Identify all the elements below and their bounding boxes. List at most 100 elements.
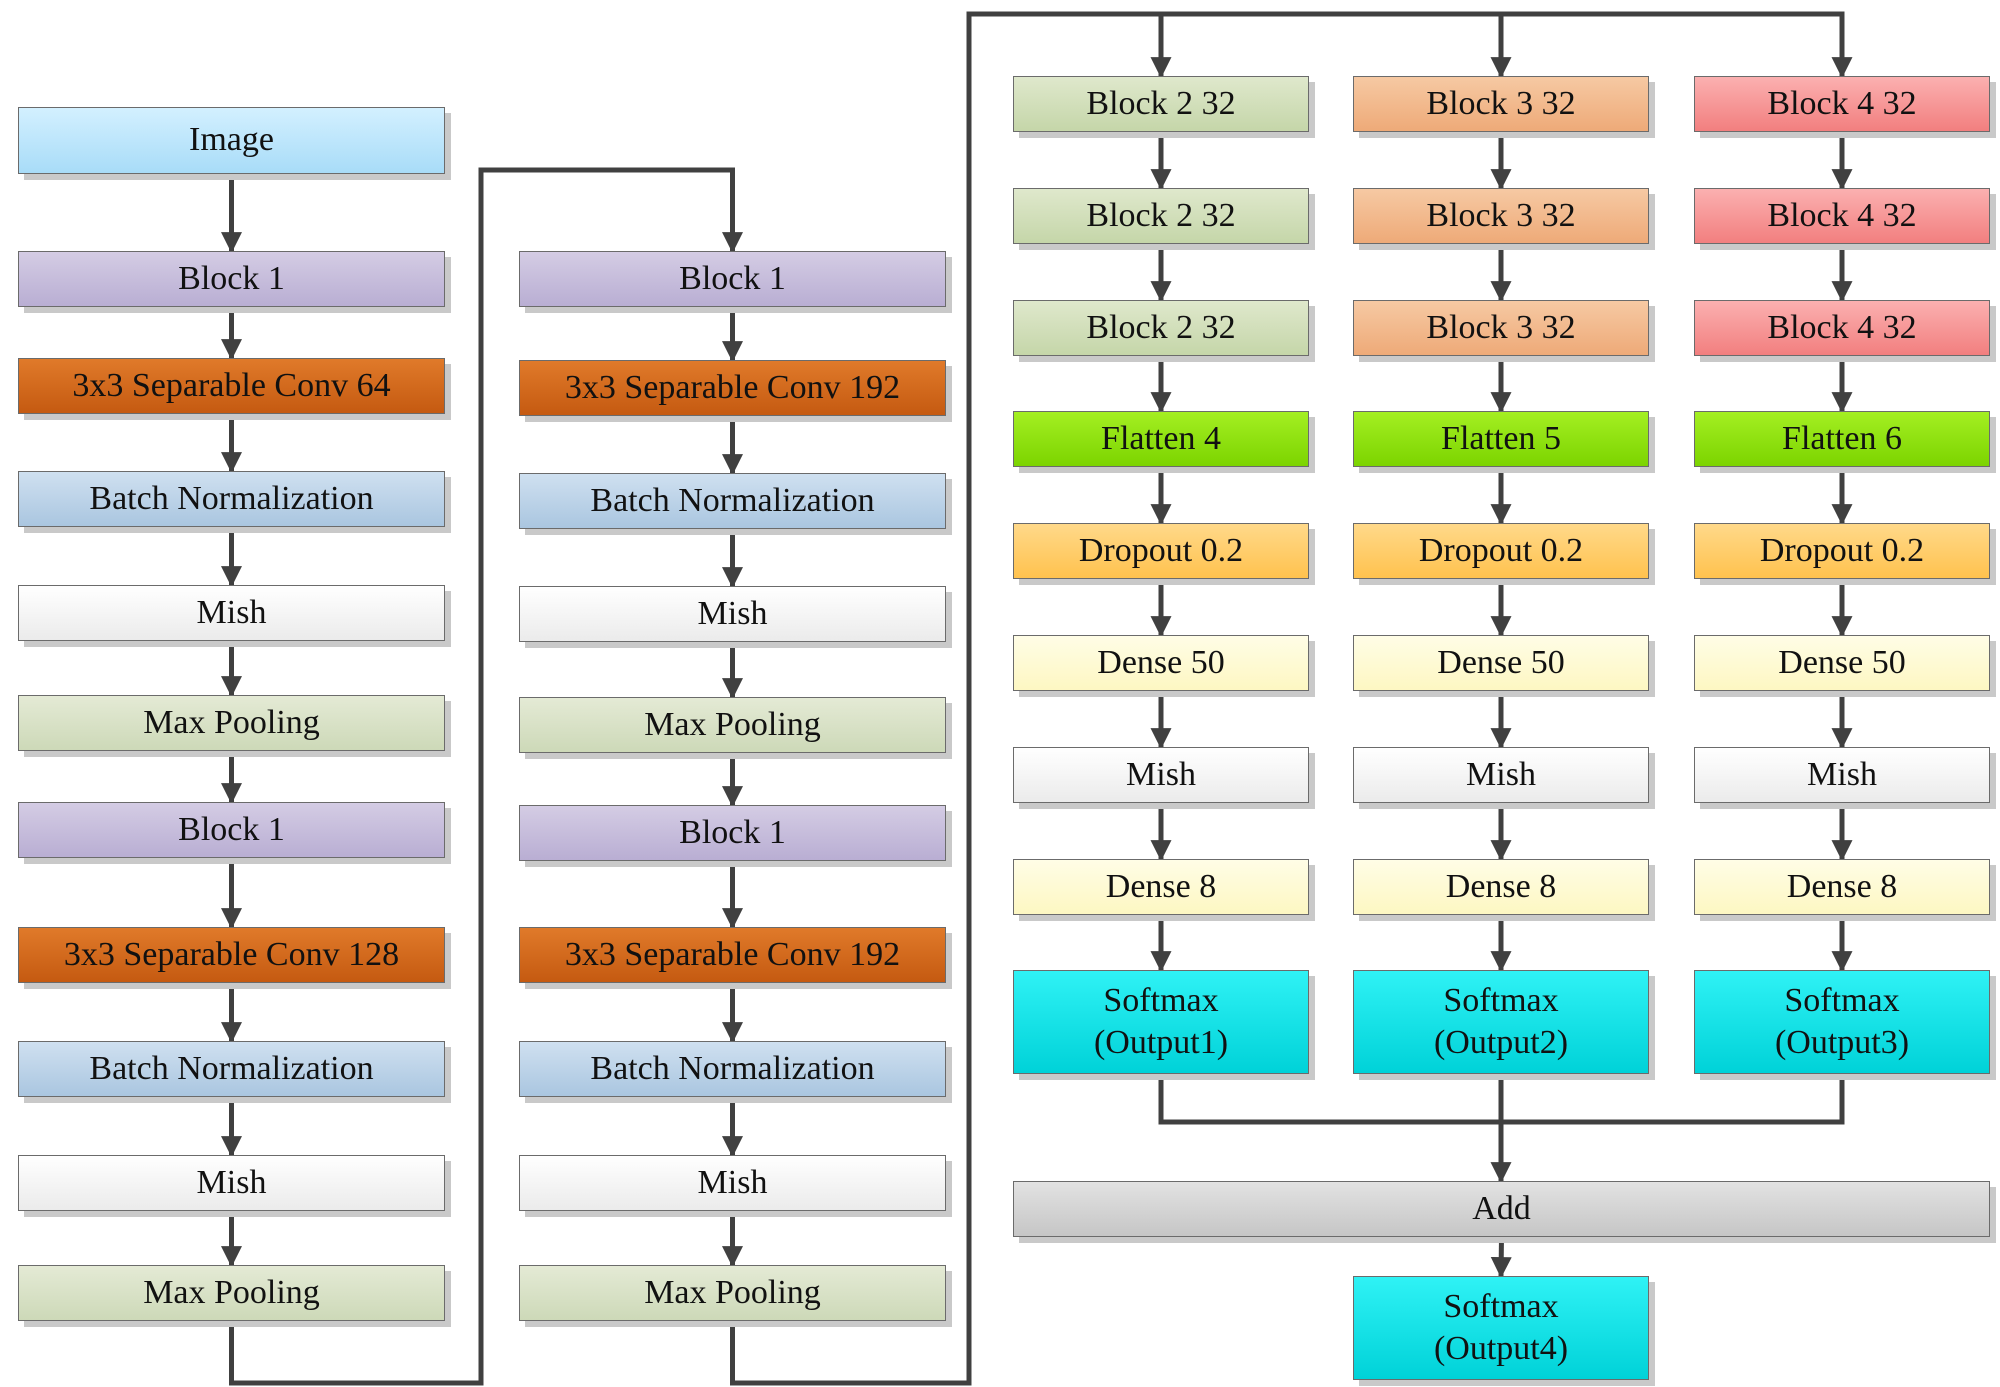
node-branch1-dense50: Dense 50 xyxy=(1013,635,1309,691)
node-label: Flatten 6 xyxy=(1782,419,1902,457)
node-sublabel: (Output3) xyxy=(1774,1024,1910,1061)
node-sepconv-64: 3x3 Separable Conv 64 xyxy=(18,358,445,414)
node-label: Batch Normalization xyxy=(89,479,374,517)
node-branch2-dense50: Dense 50 xyxy=(1353,635,1649,691)
node-label: Block 1 xyxy=(679,259,786,297)
node-label: Max Pooling xyxy=(143,1273,320,1311)
node-label: Dense 50 xyxy=(1778,643,1906,681)
node-label: 3x3 Separable Conv 64 xyxy=(72,366,391,404)
edge-add-to-final-softmax xyxy=(1490,1236,1512,1279)
node-label: Softmax xyxy=(1443,981,1559,1019)
node-label: Dense 50 xyxy=(1437,643,1565,681)
node-batchnorm-c: Batch Normalization xyxy=(519,473,946,529)
node-branch2-softmax: Softmax (Output2) xyxy=(1353,970,1649,1074)
node-label: Block 3 32 xyxy=(1426,84,1576,122)
node-label: 3x3 Separable Conv 192 xyxy=(564,368,901,406)
node-label: Mish xyxy=(1466,755,1536,793)
node-label: Block 1 xyxy=(178,259,285,297)
node-branch1-block2-b: Block 2 32 xyxy=(1013,188,1309,244)
node-sublabel: (Output4) xyxy=(1433,1330,1569,1367)
node-mish-d: Mish xyxy=(519,1155,946,1211)
node-block1-c: Block 1 xyxy=(519,251,946,307)
node-label: Dense 8 xyxy=(1105,867,1217,905)
node-label: Mish xyxy=(1807,755,1877,793)
node-label: Dense 50 xyxy=(1097,643,1225,681)
node-sepconv-192-a: 3x3 Separable Conv 192 xyxy=(519,360,946,416)
node-branch1-mish: Mish xyxy=(1013,747,1309,803)
node-label: Block 3 32 xyxy=(1426,196,1576,234)
node-label: Softmax xyxy=(1784,981,1900,1019)
node-branch2-block3-a: Block 3 32 xyxy=(1353,76,1649,132)
node-branch3-mish: Mish xyxy=(1694,747,1990,803)
node-label: Add xyxy=(1472,1189,1531,1227)
node-label: Block 2 32 xyxy=(1086,84,1236,122)
node-image: Image xyxy=(18,107,445,174)
node-branch1-softmax: Softmax(Output1) xyxy=(1013,970,1309,1074)
node-block1-b: Block 1 xyxy=(18,802,445,858)
node-add: Add xyxy=(1013,1181,1990,1237)
node-label: Block 1 xyxy=(679,813,786,851)
node-branch3-flatten: Flatten 6 xyxy=(1694,411,1990,467)
node-branch1-block2-a: Block 2 32 xyxy=(1013,76,1309,132)
node-block1-d: Block 1 xyxy=(519,805,946,861)
node-sublabel: (Output1) xyxy=(1093,1024,1229,1061)
node-label: Flatten 4 xyxy=(1101,419,1221,457)
node-branch1-flatten: Flatten 4 xyxy=(1013,411,1309,467)
node-label: Mish xyxy=(196,593,267,631)
node-label: Softmax xyxy=(1443,1287,1559,1325)
edge-maxpool-d-to-branch3-block4-a xyxy=(730,11,1853,1386)
node-branch1-dropout: Dropout 0.2 xyxy=(1013,523,1309,579)
node-label: Max Pooling xyxy=(143,703,320,741)
node-branch3-block4-a: Block 4 32 xyxy=(1694,76,1990,132)
node-label: Dense 8 xyxy=(1786,867,1898,905)
node-branch1-block2-c: Block 2 32 xyxy=(1013,300,1309,356)
node-label: Batch Normalization xyxy=(590,1049,875,1087)
node-branch1-dense8: Dense 8 xyxy=(1013,859,1309,915)
node-label: Batch Normalization xyxy=(89,1049,374,1087)
node-branch3-block4-b: Block 4 32 xyxy=(1694,188,1990,244)
node-branch2-mish: Mish xyxy=(1353,747,1649,803)
node-mish-c: Mish xyxy=(519,586,946,642)
node-mish-b: Mish xyxy=(18,1155,445,1211)
edge-branch1-softmax-to-add xyxy=(1158,1074,1501,1125)
node-mish-a: Mish xyxy=(18,585,445,641)
node-label: Max Pooling xyxy=(644,1273,821,1311)
node-label: 3x3 Separable Conv 192 xyxy=(564,935,901,973)
node-label: Block 4 32 xyxy=(1767,196,1917,234)
edge-branch3-softmax-to-add xyxy=(1501,1074,1845,1125)
node-batchnorm-b: Batch Normalization xyxy=(18,1041,445,1097)
node-branch3-dropout: Dropout 0.2 xyxy=(1694,523,1990,579)
node-final-softmax: Softmax (Output4) xyxy=(1353,1276,1649,1380)
node-label: Block 2 32 xyxy=(1086,196,1236,234)
node-label: Block 4 32 xyxy=(1767,84,1917,122)
node-sublabel: (Output2) xyxy=(1433,1024,1569,1061)
node-maxpool-c: Max Pooling xyxy=(519,697,946,753)
node-block1-a: Block 1 xyxy=(18,251,445,307)
node-label: Mish xyxy=(196,1163,267,1201)
node-maxpool-d: Max Pooling xyxy=(519,1265,946,1321)
node-batchnorm-d: Batch Normalization xyxy=(519,1041,946,1097)
node-branch3-softmax: Softmax (Output3) xyxy=(1694,970,1990,1074)
node-label: Image xyxy=(189,121,274,159)
node-branch2-block3-c: Block 3 32 xyxy=(1353,300,1649,356)
node-maxpool-b: Max Pooling xyxy=(18,1265,445,1321)
node-sepconv-128: 3x3 Separable Conv 128 xyxy=(18,927,445,983)
node-label: Mish xyxy=(697,1163,768,1201)
node-sepconv-192-b: 3x3 Separable Conv 192 xyxy=(519,927,946,983)
node-label: Dense 8 xyxy=(1445,867,1557,905)
node-label: Max Pooling xyxy=(644,705,821,743)
node-label: Block 3 32 xyxy=(1426,308,1576,346)
node-label: Mish xyxy=(697,594,768,632)
node-batchnorm-a: Batch Normalization xyxy=(18,471,445,527)
node-branch2-flatten: Flatten 5 xyxy=(1353,411,1649,467)
node-branch3-block4-c: Block 4 32 xyxy=(1694,300,1990,356)
node-label: Flatten 5 xyxy=(1441,419,1561,457)
node-label: Block 1 xyxy=(178,810,285,848)
node-label: Mish xyxy=(1126,755,1196,793)
node-branch3-dense8: Dense 8 xyxy=(1694,859,1990,915)
node-branch2-block3-b: Block 3 32 xyxy=(1353,188,1649,244)
node-label: Dropout 0.2 xyxy=(1078,531,1244,569)
node-branch3-dense50: Dense 50 xyxy=(1694,635,1990,691)
